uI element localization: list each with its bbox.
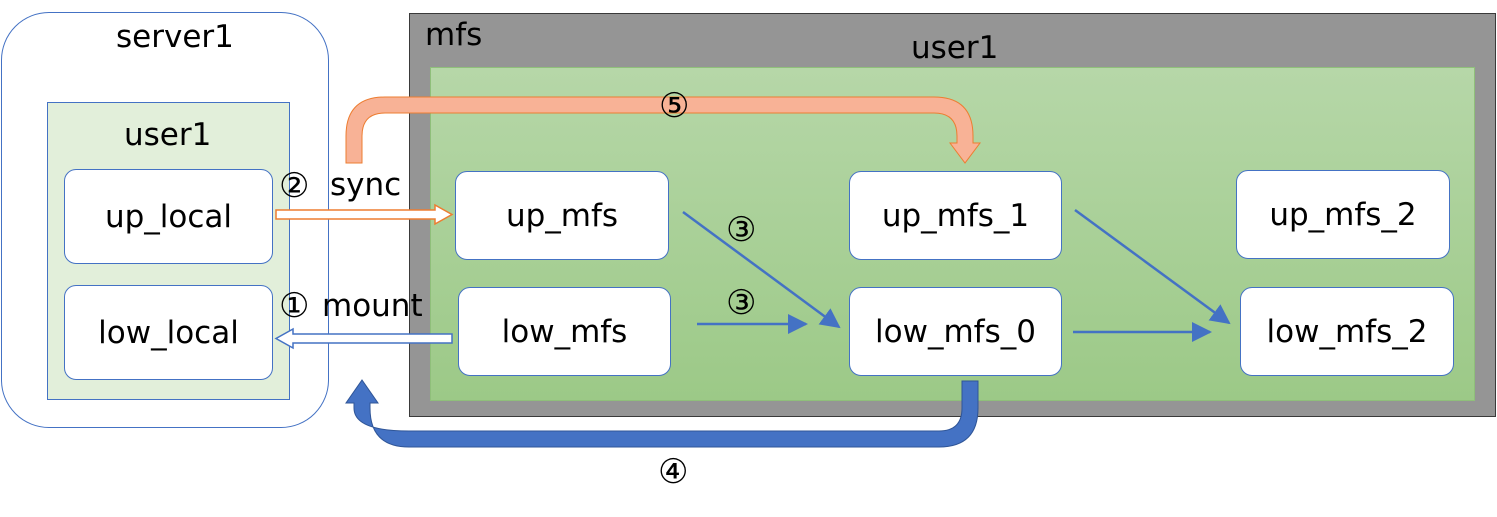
step4-arrow <box>345 379 979 448</box>
mfs-title: mfs <box>425 17 483 53</box>
low-mfs-0-node: low_mfs_0 <box>849 287 1062 376</box>
arrow-up-mfs-to-low-mfs-0 <box>682 210 841 329</box>
low-mfs-node: low_mfs <box>458 287 671 376</box>
up-local-node: up_local <box>64 169 273 264</box>
sync-arrow <box>275 203 454 226</box>
server1-title: server1 <box>116 19 234 55</box>
step-1-number: ① <box>279 286 310 326</box>
server-user1-label: user1 <box>124 117 212 153</box>
up-mfs-2-node: up_mfs_2 <box>1236 170 1450 259</box>
up-mfs-1-node: up_mfs_1 <box>849 171 1062 260</box>
low-mfs-2-node: low_mfs_2 <box>1240 287 1454 376</box>
arrow-up-mfs-1-to-low-mfs-2 <box>1074 208 1231 325</box>
step-4-number: ④ <box>658 452 689 492</box>
step-3-number-upper: ③ <box>726 210 757 250</box>
mount-label: mount <box>322 288 423 324</box>
step5-arrow <box>345 96 981 164</box>
step-2-number: ② <box>279 166 310 206</box>
step-5-number: ⑤ <box>659 86 690 126</box>
sync-label: sync <box>330 167 402 203</box>
low-local-node: low_local <box>64 285 273 380</box>
mfs-user1-label: user1 <box>911 30 999 66</box>
step-3-number-lower: ③ <box>726 283 757 323</box>
mount-arrow <box>274 327 453 350</box>
up-mfs-node: up_mfs <box>455 171 669 260</box>
